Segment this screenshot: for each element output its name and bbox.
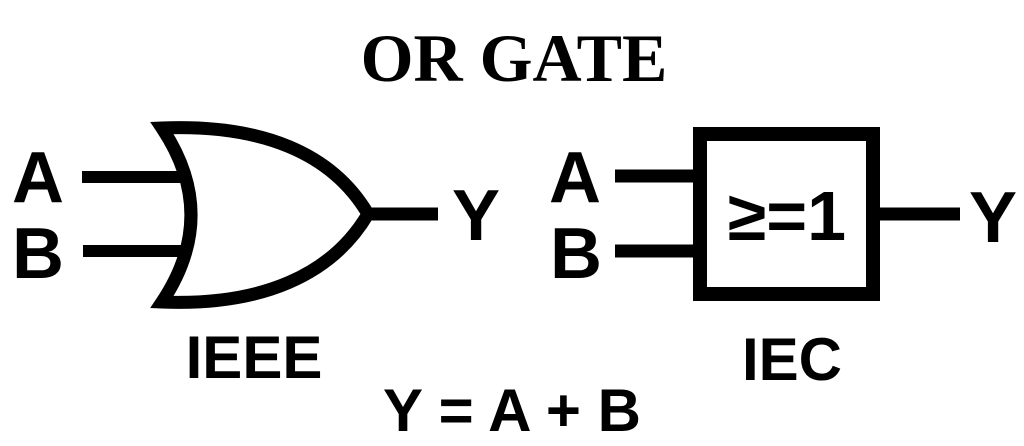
- ieee-input-b-label: B: [12, 214, 64, 294]
- diagram-title: OR GATE: [361, 20, 668, 96]
- iec-input-a-label: A: [549, 138, 601, 218]
- iec-symbol-group: ≥=1 A B Y IEC: [549, 127, 1017, 393]
- iec-input-b-label: B: [550, 214, 602, 294]
- iec-output-label: Y: [969, 178, 1017, 258]
- iec-box-function-label: ≥=1: [728, 177, 846, 255]
- ieee-symbol-group: A B Y IEEE: [12, 121, 500, 391]
- ieee-caption: IEEE: [186, 324, 323, 391]
- ieee-output-label: Y: [452, 176, 500, 256]
- ieee-or-gate-symbol: [150, 121, 376, 309]
- ieee-input-a-label: A: [12, 138, 64, 218]
- boolean-equation: Y = A + B: [383, 377, 641, 444]
- iec-caption: IEC: [742, 326, 842, 393]
